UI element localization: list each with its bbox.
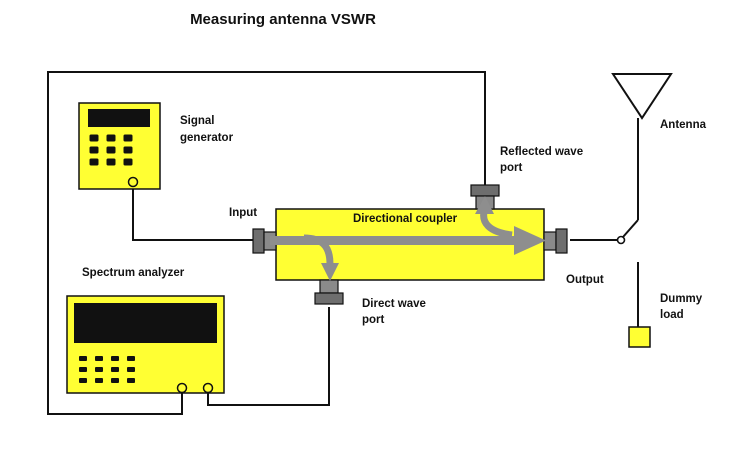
signal-generator[interactable]	[78, 102, 161, 190]
generator-display	[88, 109, 150, 127]
analyzer-screen	[74, 303, 217, 343]
directional-coupler-label: Directional coupler	[353, 213, 458, 225]
signal-generator-label-line2: generator	[180, 132, 234, 144]
direct-wave-port-label-line1: Direct wave	[362, 298, 426, 310]
analyzer-input-jack-1[interactable]	[176, 382, 188, 394]
direct-wave-port-label-line2: port	[362, 314, 385, 326]
output-label: Output	[566, 274, 604, 286]
wire-generator-to-input	[132, 183, 255, 241]
arrow-icon	[270, 226, 546, 255]
reflected-wave-port-label-line2: port	[500, 162, 523, 174]
dummy-load-icon	[628, 326, 651, 348]
antenna-icon	[611, 73, 673, 120]
direct-wave-port-connector[interactable]	[314, 279, 344, 305]
wiring	[47, 71, 639, 415]
output-connector[interactable]	[543, 228, 568, 254]
switch-icon[interactable]	[616, 219, 639, 245]
antenna-label: Antenna	[660, 119, 707, 131]
analyzer-input-jack-2[interactable]	[202, 382, 214, 394]
generator-output-jack[interactable]	[127, 176, 139, 188]
dummy-load-label-line1: Dummy	[660, 293, 703, 305]
generator-keypad	[89, 134, 133, 166]
wire-direct-to-analyzer	[207, 307, 330, 406]
reflected-wave-port-label-line1: Reflected wave	[500, 146, 583, 158]
signal-generator-label-line1: Signal	[180, 115, 215, 127]
wire-reflected-to-analyzer	[47, 71, 486, 415]
diagram-title: Measuring antenna VSWR	[190, 11, 376, 28]
input-label: Input	[229, 207, 257, 219]
direct-arrow-icon	[303, 234, 339, 281]
dummy-load-label-line2: load	[660, 309, 684, 321]
spectrum-analyzer[interactable]	[66, 295, 225, 394]
spectrum-analyzer-label: Spectrum analyzer	[82, 267, 185, 279]
reflected-arrow-icon	[475, 196, 513, 239]
analyzer-keypad	[79, 356, 135, 383]
